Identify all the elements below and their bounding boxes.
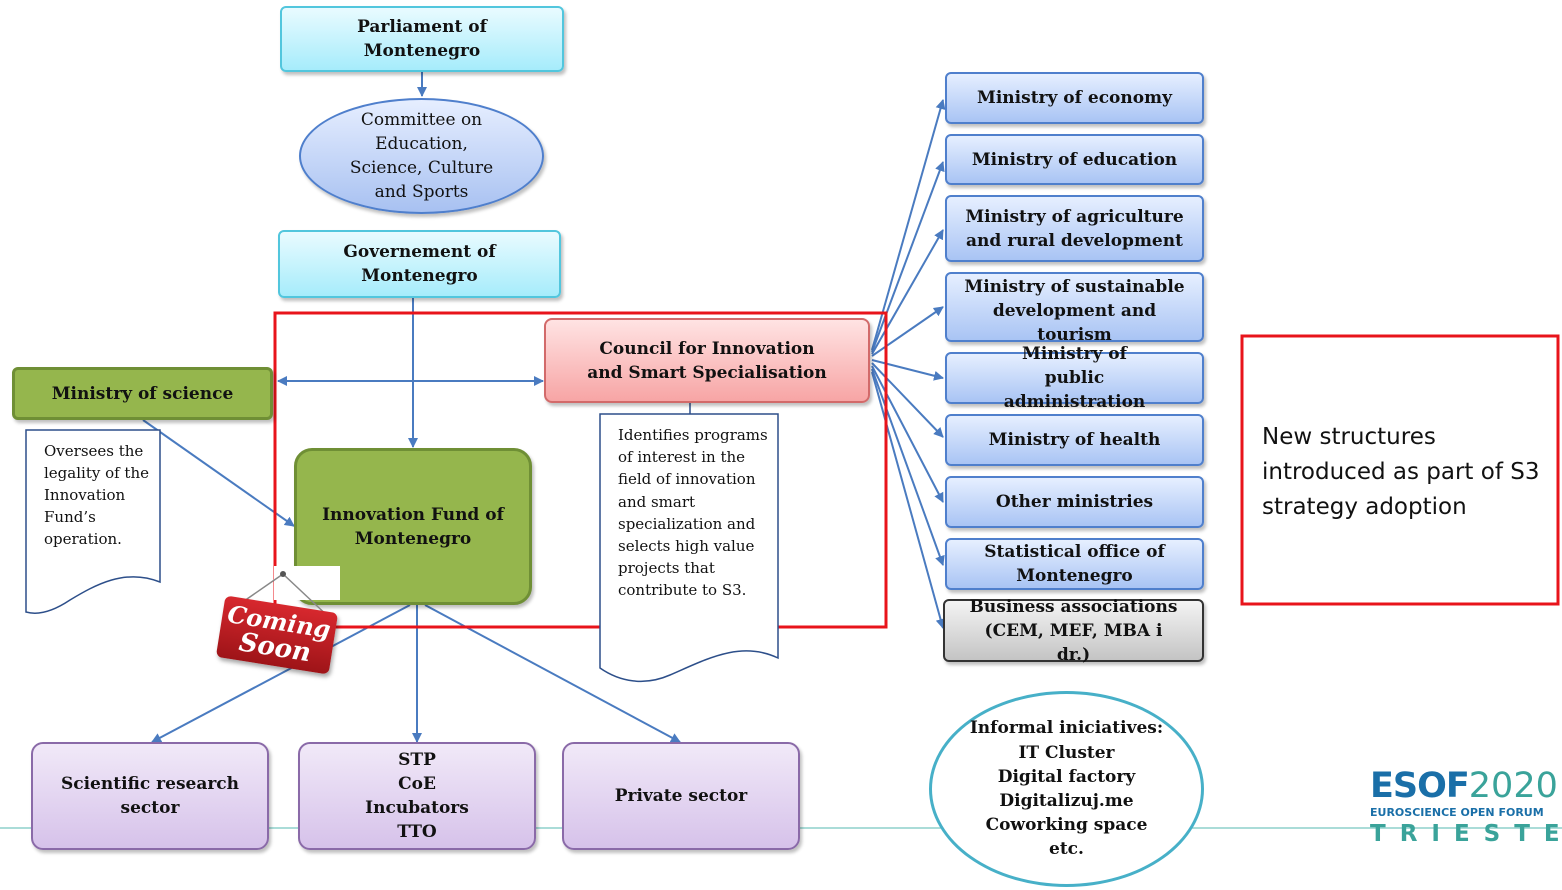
parliament-label: Parliament of Montenegro <box>357 17 487 61</box>
esof-logo: ESOF2020 EUROSCIENCE OPEN FORUM TRIESTE <box>1370 766 1562 856</box>
scientific-research-label: Scientific research sector <box>60 774 240 818</box>
council-label: Council for Innovation and Smart Special… <box>587 338 827 383</box>
logo-forum: EUROSCIENCE OPEN FORUM <box>1370 806 1544 819</box>
committee-label: Committee on Education, Science, Culture… <box>349 110 494 202</box>
statistical-office-node: Statistical office of Montenegro <box>945 538 1204 590</box>
ministry-agriculture-label: Ministry of agriculture and rural develo… <box>965 206 1184 251</box>
committee-node: Committee on Education, Science, Culture… <box>299 98 544 214</box>
scientific-research-node: Scientific research sector <box>31 742 269 850</box>
ministry-health-label: Ministry of health <box>988 430 1161 450</box>
arrow-science-fund <box>142 419 295 527</box>
parliament-node: Parliament of Montenegro <box>280 6 564 72</box>
ministry-agriculture-node: Ministry of agriculture and rural develo… <box>945 195 1204 262</box>
ministry-education-node: Ministry of education <box>945 134 1204 185</box>
ministry-sustainable-label: Ministry of sustainable development and … <box>964 277 1185 342</box>
ministry-science-node: Ministry of science <box>12 367 273 420</box>
innovation-fund-label: Innovation Fund of Montenegro <box>322 504 504 549</box>
informal-initiatives-node: Informal iniciatives: IT Cluster Digital… <box>929 691 1204 887</box>
ministry-sustainable-node: Ministry of sustainable development and … <box>945 272 1204 342</box>
ministry-education-label: Ministry of education <box>971 149 1178 170</box>
statistical-office-label: Statistical office of Montenegro <box>984 542 1165 586</box>
oversees-note-text: Oversees the legality of the Innovation … <box>44 442 149 548</box>
other-ministries-node: Other ministries <box>945 476 1204 528</box>
informal-initiatives-label: Informal iniciatives: IT Cluster Digital… <box>969 718 1164 860</box>
government-node: Governement of Montenegro <box>278 230 561 298</box>
logo-year: 2020 <box>1468 766 1558 806</box>
business-associations-node: Business associations (CEM, MEF, MBA i d… <box>943 597 1204 665</box>
stp-node: STP CoE Incubators TTO <box>298 742 536 850</box>
badge-backdrop <box>274 566 340 600</box>
legend-frame <box>1240 334 1560 606</box>
logo-city: TRIESTE <box>1370 821 1562 847</box>
ministry-economy-label: Ministry of economy <box>977 88 1172 108</box>
logo-esof: ESOF <box>1370 766 1470 806</box>
private-sector-node: Private sector <box>562 742 800 850</box>
ministry-economy-node: Ministry of economy <box>945 72 1204 124</box>
s3-highlight-frame <box>273 311 888 629</box>
council-node: Council for Innovation and Smart Special… <box>544 318 870 403</box>
council-fan <box>871 99 946 629</box>
ministry-science-label: Ministry of science <box>51 383 234 404</box>
ministry-public-admin-node: Ministry of public administration <box>945 344 1204 412</box>
legend-text: New structures introduced as part of S3 … <box>1262 424 1540 520</box>
identifies-note-text: Identifies programs of interest in the f… <box>618 426 768 600</box>
logo-wordmark: ESOF2020 <box>1370 766 1558 806</box>
coming-soon-badge: Coming Soon <box>215 566 340 678</box>
private-sector-label: Private sector <box>614 786 748 806</box>
ministry-public-admin-label: Ministry of public administration <box>1003 344 1146 412</box>
stp-label: STP CoE Incubators TTO <box>365 750 469 842</box>
business-associations-label: Business associations (CEM, MEF, MBA i d… <box>969 596 1178 665</box>
ministry-health-node: Ministry of health <box>945 414 1204 466</box>
other-ministries-label: Other ministries <box>995 492 1154 512</box>
government-label: Governement of Montenegro <box>343 242 496 286</box>
